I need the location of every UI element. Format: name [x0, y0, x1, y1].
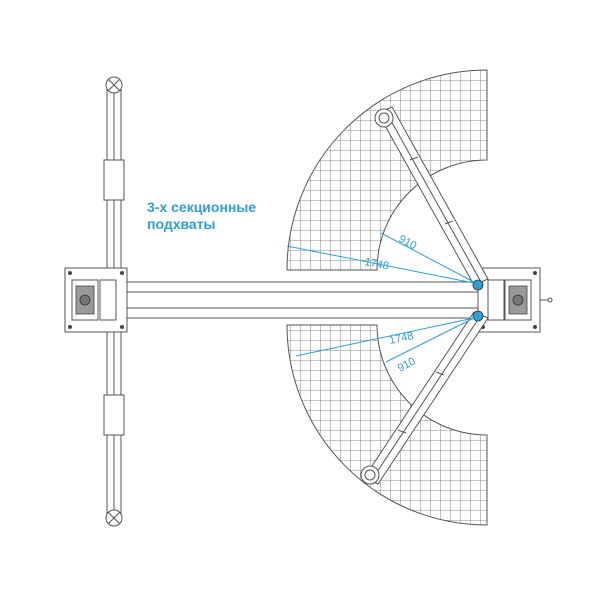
crossbeam [123, 281, 480, 319]
dimension-lines [286, 232, 475, 363]
callout-line-1: 3-х секционные [147, 199, 256, 215]
callout-line-2: подхваты [147, 216, 216, 232]
dim-lower-short: 910 [396, 355, 418, 374]
upper-swing-area [286, 69, 488, 271]
dim-upper-long: 1748 [363, 256, 389, 272]
left-post-base [64, 267, 128, 333]
lower-arm [360, 310, 489, 485]
dim-lower-long: 1748 [388, 330, 414, 347]
upper-arm [374, 106, 489, 291]
right-post-base [477, 267, 553, 333]
lower-swing-area [286, 324, 488, 526]
dim-upper-short: 910 [397, 233, 419, 252]
upper-arm-pivot [472, 279, 484, 291]
lower-arm-pivot [472, 310, 484, 322]
